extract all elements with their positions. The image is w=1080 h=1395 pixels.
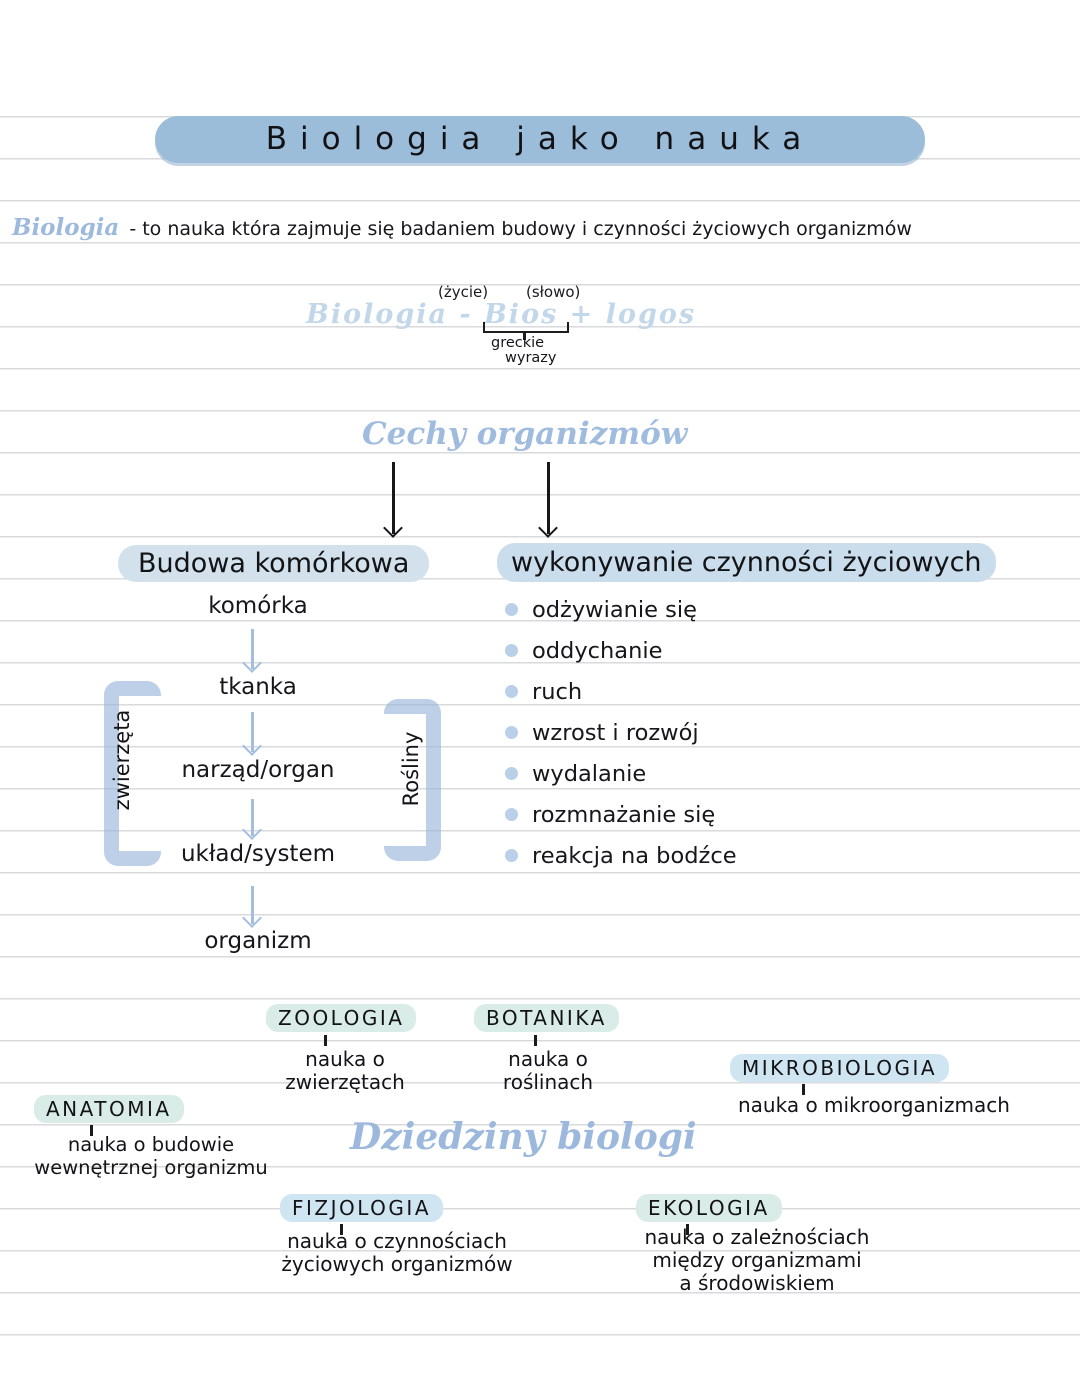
field-name-badge: MIKROBIOLOGIA: [730, 1054, 950, 1082]
list-item-label: wzrost i rozwój: [532, 720, 699, 746]
down-arrow-icon: [392, 462, 395, 534]
definition-text: - to nauka która zajmuje się badaniem bu…: [129, 218, 912, 240]
list-item: wydalanie: [505, 761, 737, 787]
bullet-dot-icon: [505, 685, 518, 698]
connector-tick: [90, 1125, 93, 1136]
field-zoologia: ZOOLOGIA nauka o zwierzętach: [266, 1004, 417, 1094]
bullet-dot-icon: [505, 644, 518, 657]
field-mikrobiologia: MIKROBIOLOGIA nauka o mikroorganizmach: [730, 1054, 1010, 1117]
bullet-dot-icon: [505, 726, 518, 739]
list-item: oddychanie: [505, 638, 737, 664]
down-arrow-icon: [251, 799, 254, 836]
field-botanika: BOTANIKA nauka o roślinach: [474, 1004, 619, 1094]
list-item-label: reakcja na bodźce: [532, 843, 737, 869]
animals-bracket-icon: [104, 681, 161, 866]
structure-level-organ: narząd/organ: [181, 757, 335, 783]
life-functions-list: odżywianie się oddychanie ruch wzrost i …: [505, 597, 737, 884]
structure-level-tissue: tkanka: [219, 674, 297, 700]
bios-gloss: (życie): [438, 283, 489, 301]
bullet-dot-icon: [505, 603, 518, 616]
field-name-badge: ANATOMIA: [34, 1095, 184, 1123]
field-anatomia: ANATOMIA nauka o budowie wewnętrznej org…: [34, 1095, 268, 1179]
connector-tick: [686, 1224, 689, 1235]
field-name-badge: ZOOLOGIA: [266, 1004, 417, 1032]
structure-level-organism: organizm: [204, 928, 312, 954]
field-name-badge: BOTANIKA: [474, 1004, 619, 1032]
down-arrow-icon: [251, 886, 254, 924]
list-item-label: wydalanie: [532, 761, 647, 787]
field-description: nauka o zależnościach między organizmami…: [644, 1225, 870, 1295]
field-description: nauka o mikroorganizmach: [738, 1093, 1010, 1117]
definition-term: Biologia: [12, 214, 120, 241]
list-item-label: rozmnażanie się: [532, 802, 716, 828]
bullet-dot-icon: [505, 808, 518, 821]
connector-tick: [324, 1035, 327, 1046]
logos-gloss: (słowo): [526, 283, 581, 301]
plants-bracket-icon: [384, 699, 441, 861]
connector-tick: [534, 1035, 537, 1046]
field-description: nauka o czynnościach życiowych organizmó…: [281, 1229, 513, 1276]
structure-level-cell: komórka: [208, 593, 308, 619]
bullet-dot-icon: [505, 849, 518, 862]
field-ekologia: EKOLOGIA nauka o zależnościach między or…: [636, 1194, 869, 1295]
list-item: odżywianie się: [505, 597, 737, 623]
connector-tick: [340, 1224, 343, 1235]
down-arrow-icon: [547, 462, 550, 534]
animals-label: zwierzęta: [110, 709, 134, 811]
field-name-badge: FIZJOLOGIA: [280, 1194, 443, 1222]
list-item: wzrost i rozwój: [505, 720, 737, 746]
fields-section-title: Dziedziny biologi: [350, 1116, 697, 1158]
greek-note-line2: wyrazy: [505, 350, 557, 366]
plants-label: Rośliny: [399, 731, 423, 807]
list-item: reakcja na bodźce: [505, 843, 737, 869]
functions-branch-heading: wykonywanie czynności życiowych: [497, 543, 996, 582]
list-item-label: oddychanie: [532, 638, 663, 664]
field-description: nauka o budowie wewnętrznej organizmu: [34, 1133, 268, 1179]
structure-level-system: układ/system: [180, 841, 336, 867]
greek-note-line1: greckie: [491, 335, 545, 351]
list-item: rozmnażanie się: [505, 802, 737, 828]
field-description: nauka o zwierzętach: [285, 1047, 405, 1094]
field-name-badge: EKOLOGIA: [636, 1194, 782, 1222]
page-title: Biologia jako nauka: [265, 121, 815, 157]
list-item: ruch: [505, 679, 737, 705]
down-arrow-icon: [251, 629, 254, 669]
field-description: nauka o roślinach: [502, 1047, 594, 1094]
down-arrow-icon: [251, 712, 254, 752]
etymology-bracket-tick: [523, 331, 526, 340]
etymology-bracket: [483, 322, 569, 333]
list-item-label: ruch: [532, 679, 583, 705]
structure-branch-heading: Budowa komórkowa: [118, 545, 430, 582]
list-item-label: odżywianie się: [532, 597, 697, 623]
field-fizjologia: FIZJOLOGIA nauka o czynnościach życiowyc…: [280, 1194, 513, 1276]
bullet-dot-icon: [505, 767, 518, 780]
connector-tick: [802, 1084, 805, 1095]
features-title: Cechy organizmów: [362, 416, 688, 452]
definition-line: Biologia - to nauka która zajmuje się bad…: [12, 214, 1052, 241]
title-highlight-pill: [155, 116, 925, 163]
etymology-phrase: Biologia - Bios + logos: [306, 299, 697, 330]
